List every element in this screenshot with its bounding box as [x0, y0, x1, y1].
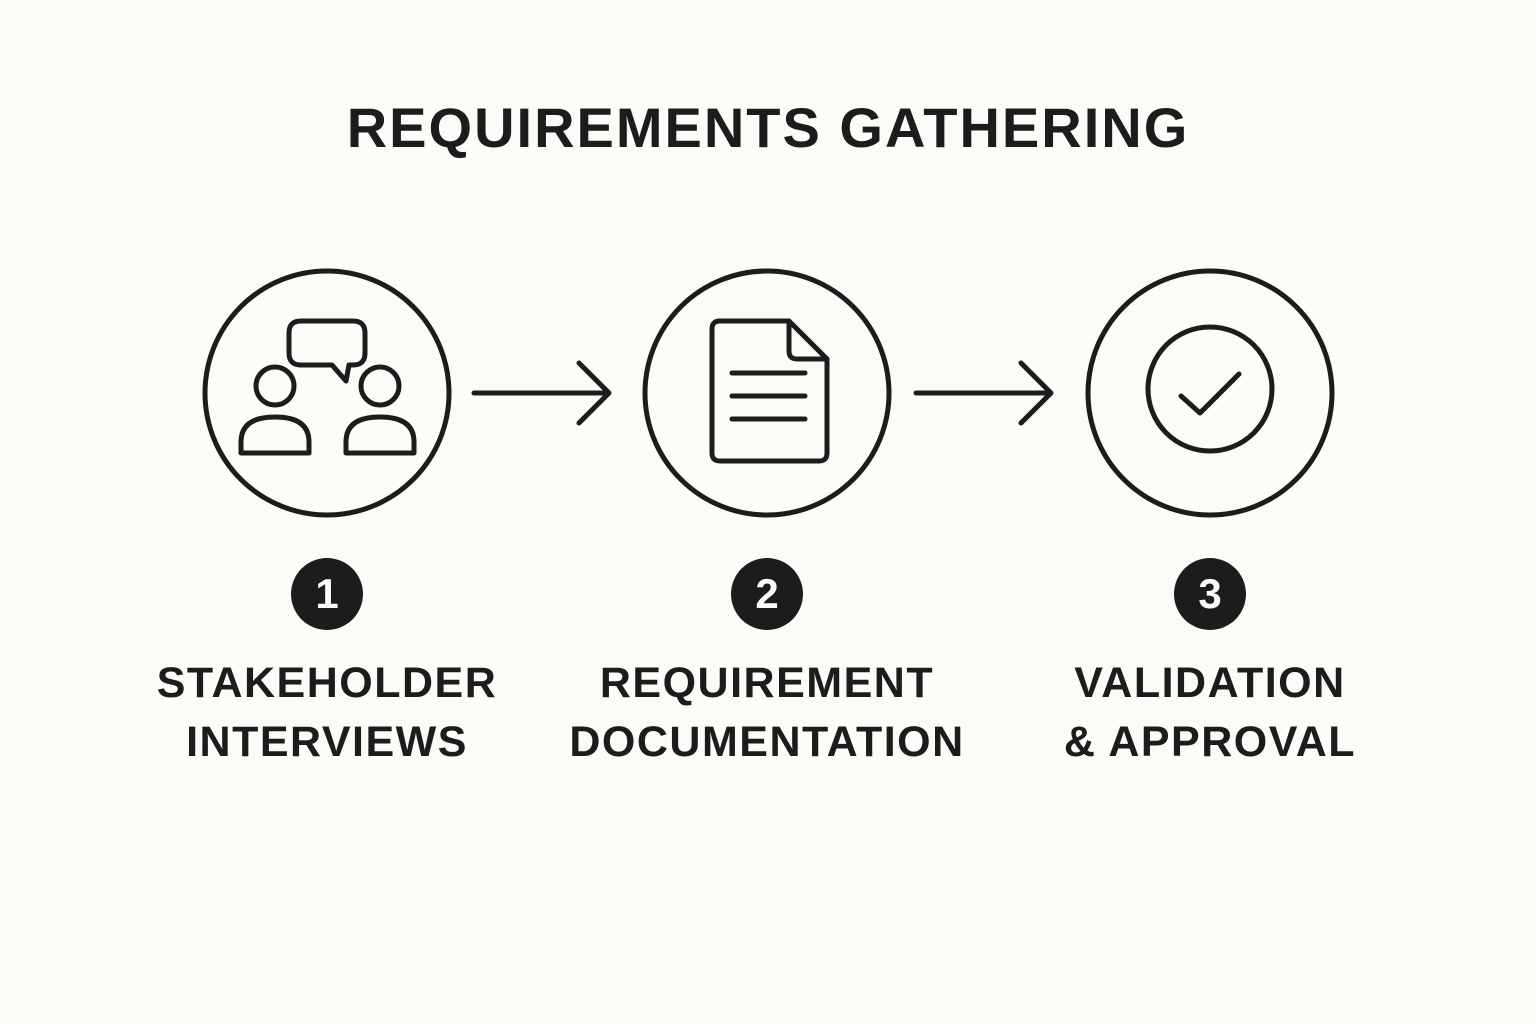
step-1-circle [202, 268, 452, 518]
step-3-number-badge: 3 [1174, 558, 1246, 630]
step-2-label: REQUIREMENT DOCUMENTATION [547, 654, 987, 772]
step-1-label: STAKEHOLDER INTERVIEWS [107, 654, 547, 772]
step-2-label-line-1: REQUIREMENT [599, 659, 935, 707]
arrow-right-icon [913, 360, 1054, 426]
document-icon [709, 318, 830, 464]
step-3-label: VALIDATION & APPROVAL [990, 654, 1430, 772]
step-2-label-line-2: DOCUMENTATION [569, 718, 965, 766]
step-1-number-badge: 1 [291, 558, 363, 630]
stakeholders-conversation-icon [238, 318, 417, 456]
step-3-circle [1085, 268, 1335, 518]
diagram-title: REQUIREMENTS GATHERING [346, 96, 1190, 159]
checkmark-circle-icon [1145, 324, 1275, 454]
step-3-label-line-2: & APPROVAL [1063, 718, 1357, 766]
step-2-circle [642, 268, 892, 518]
step-1-label-line-2: INTERVIEWS [186, 718, 468, 766]
step-3-label-line-1: VALIDATION [1074, 659, 1346, 707]
arrow-right-icon [471, 360, 612, 426]
step-1-label-line-1: STAKEHOLDER [156, 659, 498, 707]
step-2-number-badge: 2 [731, 558, 803, 630]
